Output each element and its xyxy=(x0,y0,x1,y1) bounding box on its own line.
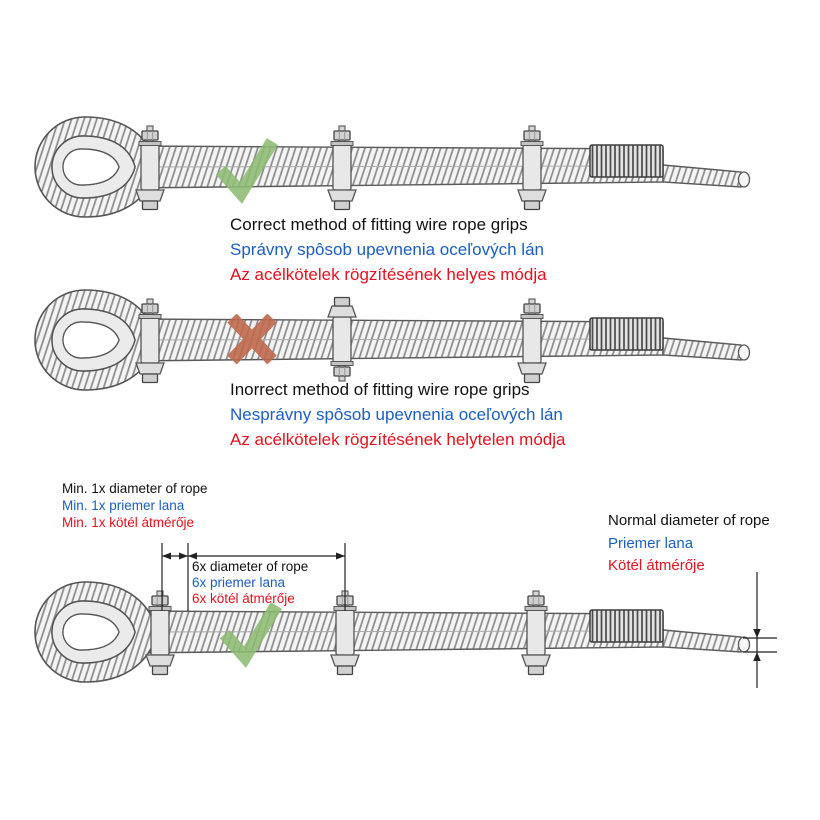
fig3-dim-min-en: Min. 1x diameter of rope xyxy=(62,481,208,496)
fig3-dim-diameter-en: Normal diameter of rope xyxy=(608,512,770,529)
figure2-illustration xyxy=(34,289,751,391)
fig3-dim-min-hu: Min. 1x kötél átmérője xyxy=(62,515,195,530)
fig3-dim-min-sk: Min. 1x priemer lana xyxy=(62,498,185,513)
fig1-caption-sk: Správny spôsob upevnenia oceľových lán xyxy=(230,240,544,259)
fig2-caption-sk: Nesprávny spôsob upevnenia oceľových lán xyxy=(230,405,563,424)
rope-assembly xyxy=(34,581,751,683)
fig2-caption-hu: Az acélkötelek rögzítésének helytelen mó… xyxy=(230,430,566,449)
fig3-dim-spacing-sk: 6x priemer lana xyxy=(192,575,286,590)
fig1-caption-hu: Az acélkötelek rögzítésének helyes módja xyxy=(230,265,547,284)
figure3-illustration xyxy=(34,581,751,683)
figure1-illustration xyxy=(34,116,751,218)
figure3-dimension-lines xyxy=(161,543,777,688)
fig2-caption-en: Inorrect method of fitting wire rope gri… xyxy=(230,380,530,399)
fig3-dim-spacing-hu: 6x kötél átmérője xyxy=(192,591,295,606)
fig1-caption-en: Correct method of fitting wire rope grip… xyxy=(230,215,528,234)
fig3-dim-diameter-sk: Priemer lana xyxy=(608,535,694,552)
fig3-dim-spacing-en: 6x diameter of rope xyxy=(192,559,309,574)
fig3-dim-diameter-hu: Kötél átmérője xyxy=(608,557,705,574)
